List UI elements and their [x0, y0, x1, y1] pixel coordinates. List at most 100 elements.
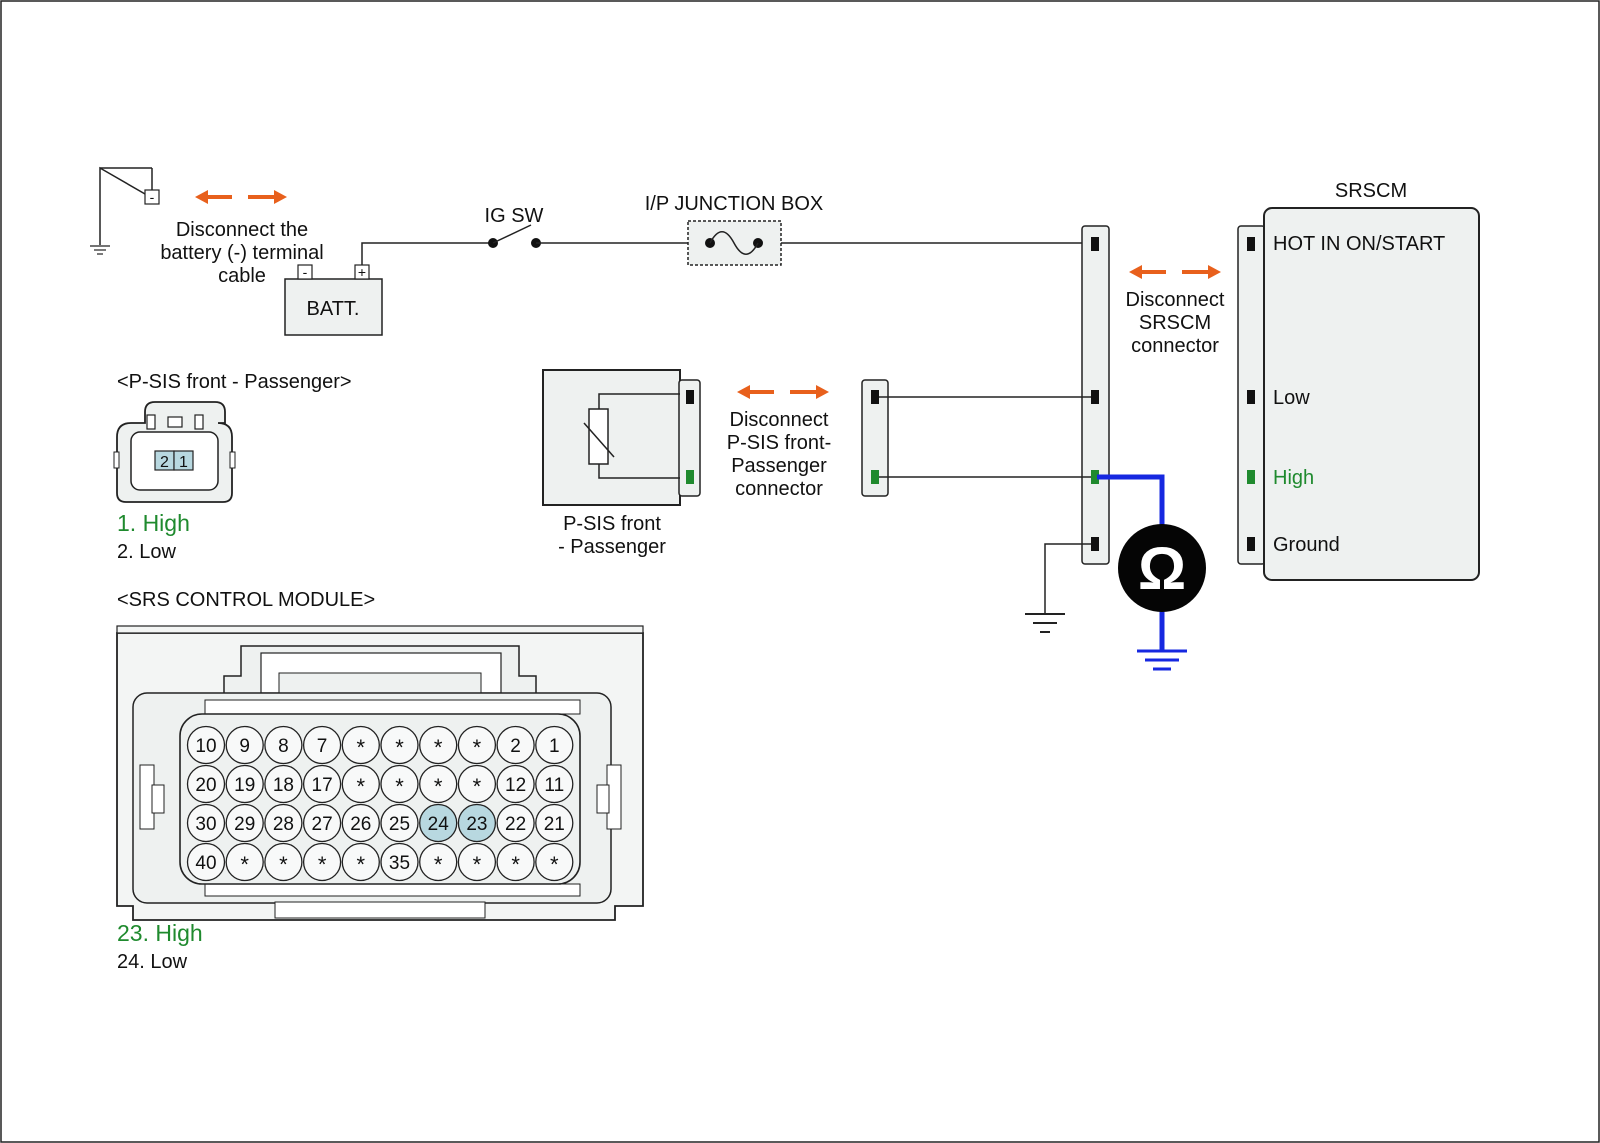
- srscm-module-body: [1263, 207, 1480, 581]
- srs-bottom-slot: [274, 901, 486, 919]
- srs-pin-label: 19: [234, 775, 255, 796]
- psis-latch-left: [146, 414, 156, 430]
- battery-body: [284, 278, 383, 336]
- srs-pin-label: *: [473, 852, 482, 877]
- psis-connector-face: <P-SIS front - Passenger> 2 1 1. High 2.…: [113, 371, 352, 563]
- srscm-pin-low: Low: [1273, 387, 1310, 409]
- sensor-section: P-SIS front - Passenger Disconnect P-SIS…: [542, 369, 1091, 558]
- psis-connector-title: <P-SIS front - Passenger>: [117, 371, 352, 393]
- srs-pin-cell: [457, 803, 497, 843]
- battery-pos-symbol: +: [358, 264, 366, 280]
- srs-pin-cell: [496, 842, 535, 882]
- psis-legend-high: 1. High: [117, 510, 190, 536]
- srs-pin-label: 2: [510, 736, 521, 757]
- srs-legend-high: 23. High: [117, 920, 203, 946]
- srs-pin-cell: [264, 803, 303, 843]
- ignition-label: IG SW: [485, 205, 544, 227]
- srs-pin-cell: [341, 842, 380, 882]
- srs-pin-label: 9: [239, 736, 250, 757]
- srs-pin-cell: [457, 764, 497, 804]
- srs-pin-cell: [264, 725, 303, 765]
- battery-disconnect-line3: cable: [218, 265, 266, 287]
- srs-pin-label: 1: [549, 736, 560, 757]
- srs-pin-cell: [186, 803, 226, 843]
- psis-latch-right: [194, 414, 204, 430]
- srs-pin-cell: [380, 725, 419, 765]
- srs-pin-label: 24: [428, 814, 450, 835]
- srs-pin-label: *: [434, 735, 443, 760]
- srs-pin-label: 21: [544, 814, 565, 835]
- ground-icon: [90, 245, 110, 255]
- ohmmeter-icon: [1118, 524, 1206, 612]
- srs-pin-cell: [225, 725, 264, 765]
- srs-pin-cell: [419, 764, 458, 804]
- srs-pin-label: *: [357, 852, 366, 877]
- srs-pin-label: 10: [195, 736, 216, 757]
- srs-pin-cell: [302, 764, 342, 804]
- sensor-disconnect-line1: Disconnect: [730, 409, 829, 431]
- srs-side-clip-right: [596, 784, 610, 814]
- srs-pin-cell: [225, 764, 264, 804]
- ground-icon: [1025, 613, 1065, 633]
- sensor-body: [542, 369, 681, 506]
- srscm-terminal-2: [1247, 390, 1255, 404]
- sensor-disconnect-line3: Passenger: [731, 455, 827, 477]
- double-arrow-icon: [737, 385, 829, 399]
- power-feed-section: IG SW I/P JUNCTION BOX: [361, 193, 1090, 266]
- srs-pin-cell: [186, 842, 226, 882]
- srs-pin-label: 17: [312, 775, 333, 796]
- battery-section: - Disconnect the battery (-) terminal ca…: [90, 166, 383, 336]
- srs-pin-label: *: [434, 852, 443, 877]
- srs-pin-cell: [341, 764, 380, 804]
- srs-pin-label: *: [511, 852, 520, 877]
- srs-pin-label: 22: [505, 814, 526, 835]
- srs-pin-label: *: [473, 735, 482, 760]
- ground-terminal-neg-box: [144, 189, 160, 205]
- psis-pin-1-label: 1: [179, 454, 188, 471]
- srs-pin-cell: [302, 725, 342, 765]
- srs-pin-cell: [535, 725, 574, 765]
- srs-pin-label: 30: [195, 814, 216, 835]
- srs-pin-cell: [302, 842, 342, 882]
- battery-label: BATT.: [307, 298, 360, 320]
- srs-pin-label: 12: [505, 775, 526, 796]
- srs-module-title: <SRS CONTROL MODULE>: [117, 589, 375, 611]
- resistor-icon: [588, 408, 609, 465]
- srs-pin-label: 7: [317, 736, 328, 757]
- srs-pin-cell: [419, 842, 458, 882]
- mating-terminal-high: [871, 470, 879, 484]
- psis-side-tab-left: [113, 451, 120, 469]
- harness-ground-wire: [1044, 543, 1091, 614]
- srscm-pin-hot: HOT IN ON/START: [1273, 233, 1445, 255]
- srs-pin-label: *: [550, 852, 559, 877]
- mating-terminal-low: [871, 390, 879, 404]
- sensor-label-line1: P-SIS front: [563, 513, 661, 535]
- srscm-title: SRSCM: [1335, 180, 1407, 202]
- srs-pin-cell: [264, 842, 303, 882]
- battery-neg-terminal: [297, 264, 313, 280]
- sensor-label-line2: - Passenger: [558, 536, 666, 558]
- srs-housing-top-lip: [116, 625, 644, 634]
- double-arrow-icon: [1129, 265, 1221, 279]
- sensor-disconnect-line4: connector: [735, 478, 823, 500]
- srscm-section: SRSCM HOT IN ON/START Low High Ground Di…: [1126, 180, 1480, 581]
- meter-probe-wire-top: [1097, 474, 1165, 530]
- srs-pin-label: *: [318, 852, 327, 877]
- double-arrow-icon: [195, 190, 287, 204]
- srscm-disconnect-line2: SRSCM: [1139, 312, 1211, 334]
- srs-pin-cell: [496, 764, 535, 804]
- harness-terminal-3: [1091, 470, 1099, 484]
- srs-pin-label: 29: [234, 814, 255, 835]
- resistor-variable-arrow: [583, 422, 615, 458]
- srs-pin-cell: [457, 725, 497, 765]
- sensor-connector-body: [678, 379, 701, 497]
- ohm-symbol: Ω: [1138, 535, 1186, 602]
- fuse-icon: [709, 231, 759, 255]
- srs-top-rail: [204, 699, 581, 715]
- srs-pin-cell: [186, 725, 226, 765]
- srscm-disconnect-line1: Disconnect: [1126, 289, 1225, 311]
- srs-pin-label: 18: [273, 775, 294, 796]
